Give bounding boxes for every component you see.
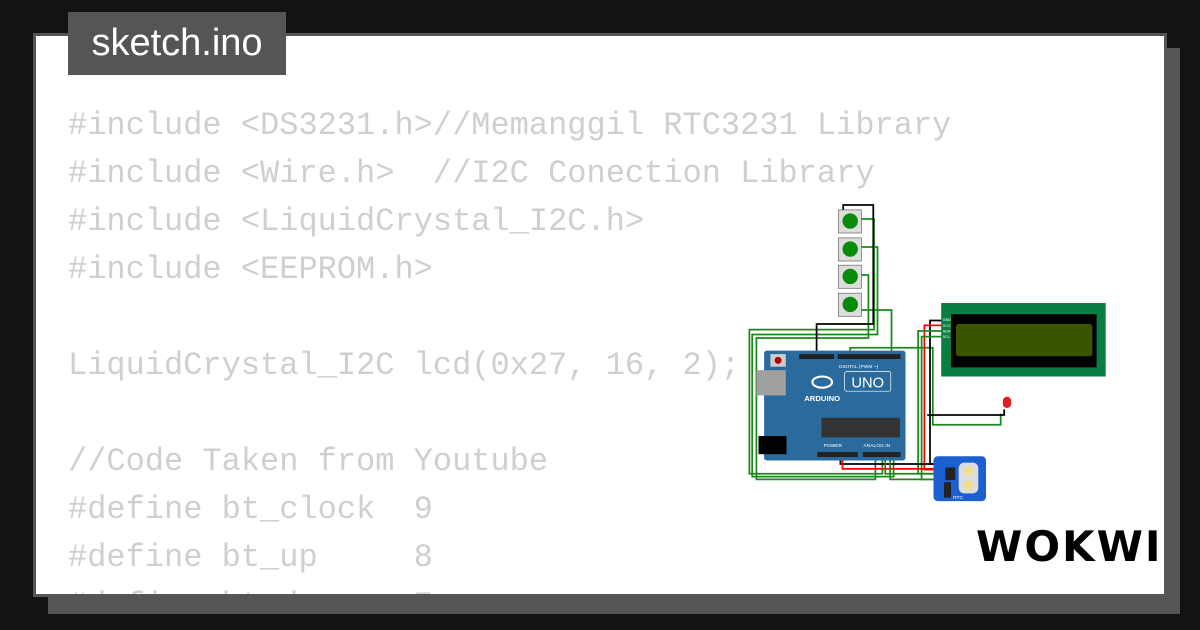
analog-label: ANALOG IN: [864, 443, 891, 449]
lcd-pin-vcc: VCC: [943, 324, 951, 328]
code-line: #include <Wire.h> //I2C Conection Librar…: [68, 155, 875, 192]
wire: [889, 455, 937, 481]
wokwi-logo: WOKWI: [976, 522, 1163, 571]
wire: [815, 204, 875, 358]
code-line: LiquidCrystal_I2C lcd(0x27, 16, 2);: [68, 347, 741, 384]
lcd-pin-sda: SDA: [943, 329, 951, 333]
circuit-group: UNO ARDUINO DIGITAL (PWM ~) POWER ANALOG…: [748, 204, 1106, 502]
file-tab[interactable]: sketch.ino: [68, 12, 286, 75]
code-line: #include <DS3231.h>//Memanggil RTC3231 L…: [68, 107, 952, 144]
code-line: //Code Taken from Youtube: [68, 443, 549, 480]
wire: [861, 309, 893, 358]
board-brand: ARDUINO: [804, 394, 840, 403]
wire: [849, 346, 1002, 426]
wire: [927, 409, 1006, 416]
code-line: #define bt_down 7: [68, 587, 433, 594]
code-line: #define bt_up 8: [68, 539, 433, 576]
arduino-uno[interactable]: UNO ARDUINO DIGITAL (PWM ~) POWER ANALOG…: [756, 350, 906, 461]
power-label: POWER: [824, 443, 843, 449]
lcd-pin-scl: SCL: [943, 335, 951, 339]
rtc-ds1307-module[interactable]: RTC: [933, 456, 987, 502]
push-buttons: [837, 209, 862, 317]
board-model: UNO: [851, 376, 884, 392]
red-led[interactable]: [1002, 396, 1012, 408]
wire: [884, 455, 937, 475]
code-line: #include <LiquidCrystal_I2C.h>: [68, 203, 645, 240]
code-block: #include <DS3231.h>//Memanggil RTC3231 L…: [68, 102, 952, 594]
push-button[interactable]: [837, 292, 862, 317]
rtc-label: RTC: [953, 495, 963, 501]
push-button[interactable]: [837, 209, 862, 234]
wire: [755, 274, 877, 481]
code-line: #include <EEPROM.h>: [68, 251, 433, 288]
push-button[interactable]: [837, 237, 862, 262]
lcd-pin-gnd: GND: [943, 318, 952, 322]
push-button[interactable]: [837, 264, 862, 289]
digital-label: DIGITAL (PWM ~): [839, 364, 879, 370]
wire: [751, 246, 895, 478]
lcd-1602-i2c[interactable]: GND VCC SDA SCL: [941, 303, 1106, 377]
code-line: #define bt_clock 9: [68, 491, 433, 528]
wires: [748, 204, 1006, 481]
